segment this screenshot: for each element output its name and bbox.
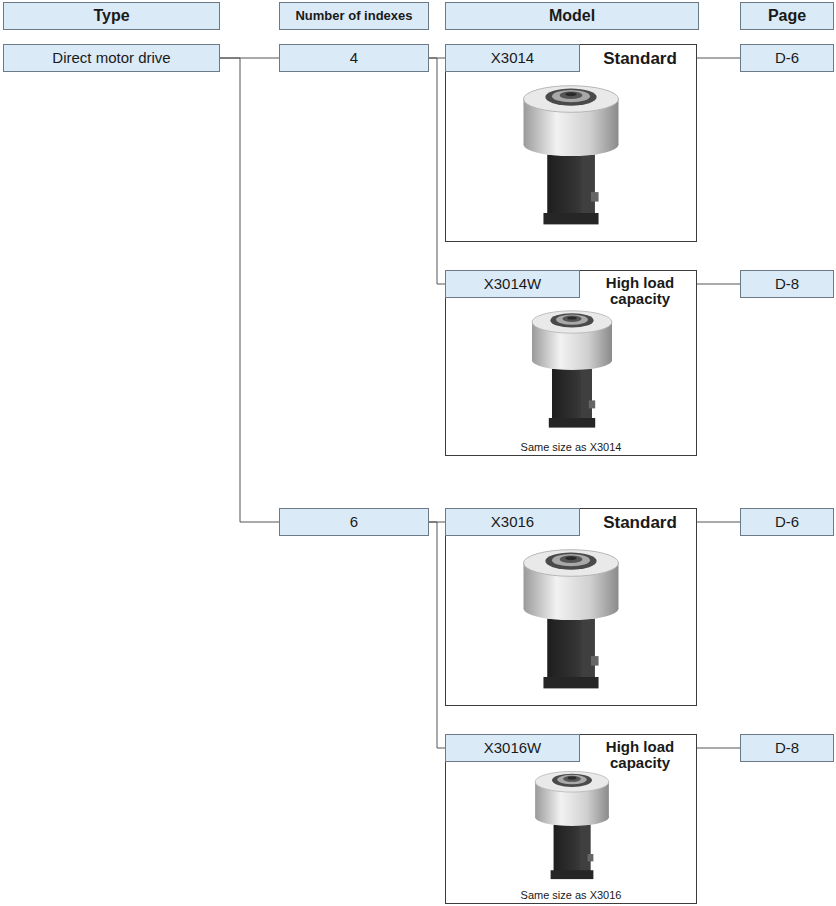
node-text: D-6 — [775, 513, 799, 530]
node-text: X3014W — [484, 275, 542, 292]
label-box: X3016W — [445, 734, 580, 762]
label-box: D-6 — [740, 508, 834, 536]
label-box: D-8 — [740, 270, 834, 298]
model-panel: Standard X3014 — [445, 44, 697, 242]
label-box: D-6 — [740, 44, 834, 72]
node-text: Number of indexes — [295, 9, 412, 24]
node-text: Type — [93, 7, 129, 25]
node-text: X3016W — [484, 739, 542, 756]
label-box: 4 — [279, 44, 429, 72]
node-text: X3014 — [491, 49, 534, 66]
connector — [697, 522, 740, 523]
connector — [429, 522, 445, 523]
connector — [429, 522, 445, 748]
node-text: Model — [549, 7, 595, 25]
model-panel: High load capacitySame size as X3016 X301… — [445, 734, 697, 904]
node-text: D-8 — [775, 739, 799, 756]
model-panel: High load capacitySame size as X3014 X301… — [445, 270, 697, 456]
label-box: 6 — [279, 508, 429, 536]
node-text: Standard — [584, 508, 696, 538]
connector — [429, 58, 445, 284]
node-text: High load capacity — [584, 273, 696, 309]
node-text: 6 — [350, 513, 358, 530]
connector — [697, 748, 740, 749]
label-box: X3014 — [445, 44, 580, 72]
connector — [697, 284, 740, 285]
connector — [429, 58, 445, 59]
model-panel: Standard X3016 — [445, 508, 697, 706]
connector — [697, 58, 740, 59]
node-text: Standard — [584, 44, 696, 74]
node-text: D-8 — [775, 275, 799, 292]
header-box: Number of indexes — [279, 2, 429, 30]
node-text: Direct motor drive — [52, 49, 170, 66]
node-text: Same size as X3016 — [446, 888, 696, 902]
node-text: 4 — [350, 49, 358, 66]
node-text: Same size as X3014 — [446, 440, 696, 454]
node-text: X3016 — [491, 513, 534, 530]
label-box: X3014W — [445, 270, 580, 298]
label-box: X3016 — [445, 508, 580, 536]
header-box: Page — [740, 2, 834, 30]
node-text: Page — [768, 7, 806, 25]
connector — [220, 58, 279, 59]
header-box: Model — [445, 2, 699, 30]
label-box: D-8 — [740, 734, 834, 762]
node-text: High load capacity — [584, 737, 696, 773]
header-box: Type — [3, 2, 220, 30]
node-text: D-6 — [775, 49, 799, 66]
label-box: Direct motor drive — [3, 44, 220, 72]
connector — [220, 58, 279, 522]
